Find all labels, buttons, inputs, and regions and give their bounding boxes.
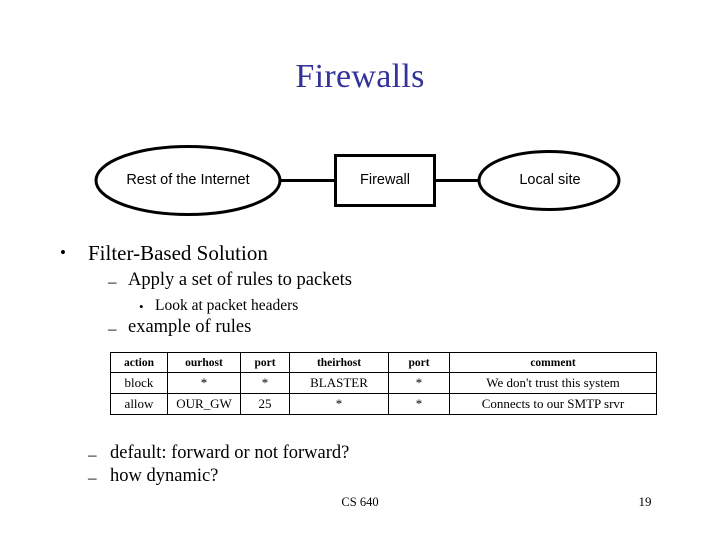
bullet-text: Apply a set of rules to packets	[128, 270, 352, 290]
bullet-text: example of rules	[128, 317, 252, 337]
cell-action: allow	[110, 393, 168, 415]
node-label-localsite: Local site	[519, 172, 581, 188]
firewall-rules-table: action ourhost port theirhost port comme…	[110, 352, 657, 415]
column-header-port: port	[240, 352, 290, 373]
cell-theirhost: BLASTER	[289, 372, 389, 394]
cell-port-2: *	[388, 393, 450, 415]
column-header-ourhost: ourhost	[167, 352, 241, 373]
column-header-action: action	[110, 352, 168, 373]
cell-comment: We don't trust this system	[449, 372, 657, 394]
bullet-text: how dynamic?	[110, 466, 219, 486]
bullet-text: Filter-Based Solution	[88, 241, 268, 265]
cell-action: block	[110, 372, 168, 394]
table-header-row: action ourhost port theirhost port comme…	[110, 352, 657, 373]
cell-port: *	[240, 372, 290, 394]
bullet-marker-disc: •	[139, 299, 144, 314]
cell-ourhost: OUR_GW	[167, 393, 241, 415]
cell-port: 25	[240, 393, 290, 415]
table-row: block * * BLASTER * We don't trust this …	[110, 372, 657, 394]
bullet-text: Look at packet headers	[155, 297, 299, 314]
column-header-comment: comment	[449, 352, 657, 373]
bullet-marker-dash: –	[108, 319, 117, 338]
page-title: Firewalls	[295, 58, 425, 95]
cell-ourhost: *	[167, 372, 241, 394]
footer-page-number: 19	[638, 494, 652, 509]
bullet-text: default: forward or not forward?	[110, 443, 350, 463]
column-header-theirhost: theirhost	[289, 352, 389, 373]
column-header-port-2: port	[388, 352, 450, 373]
bullet-marker-dash: –	[108, 272, 117, 291]
bullet-marker-dash: –	[88, 468, 97, 487]
cell-port-2: *	[388, 372, 450, 394]
node-label-firewall: Firewall	[360, 172, 410, 188]
footer-course-label: CS 640	[341, 495, 379, 509]
bullet-marker-dash: –	[88, 445, 97, 464]
node-label-internet: Rest of the Internet	[126, 172, 250, 188]
table-row: allow OUR_GW 25 * * Connects to our SMTP…	[110, 393, 657, 415]
bullet-marker-disc: •	[60, 243, 66, 262]
cell-comment: Connects to our SMTP srvr	[449, 393, 657, 415]
cell-theirhost: *	[289, 393, 389, 415]
